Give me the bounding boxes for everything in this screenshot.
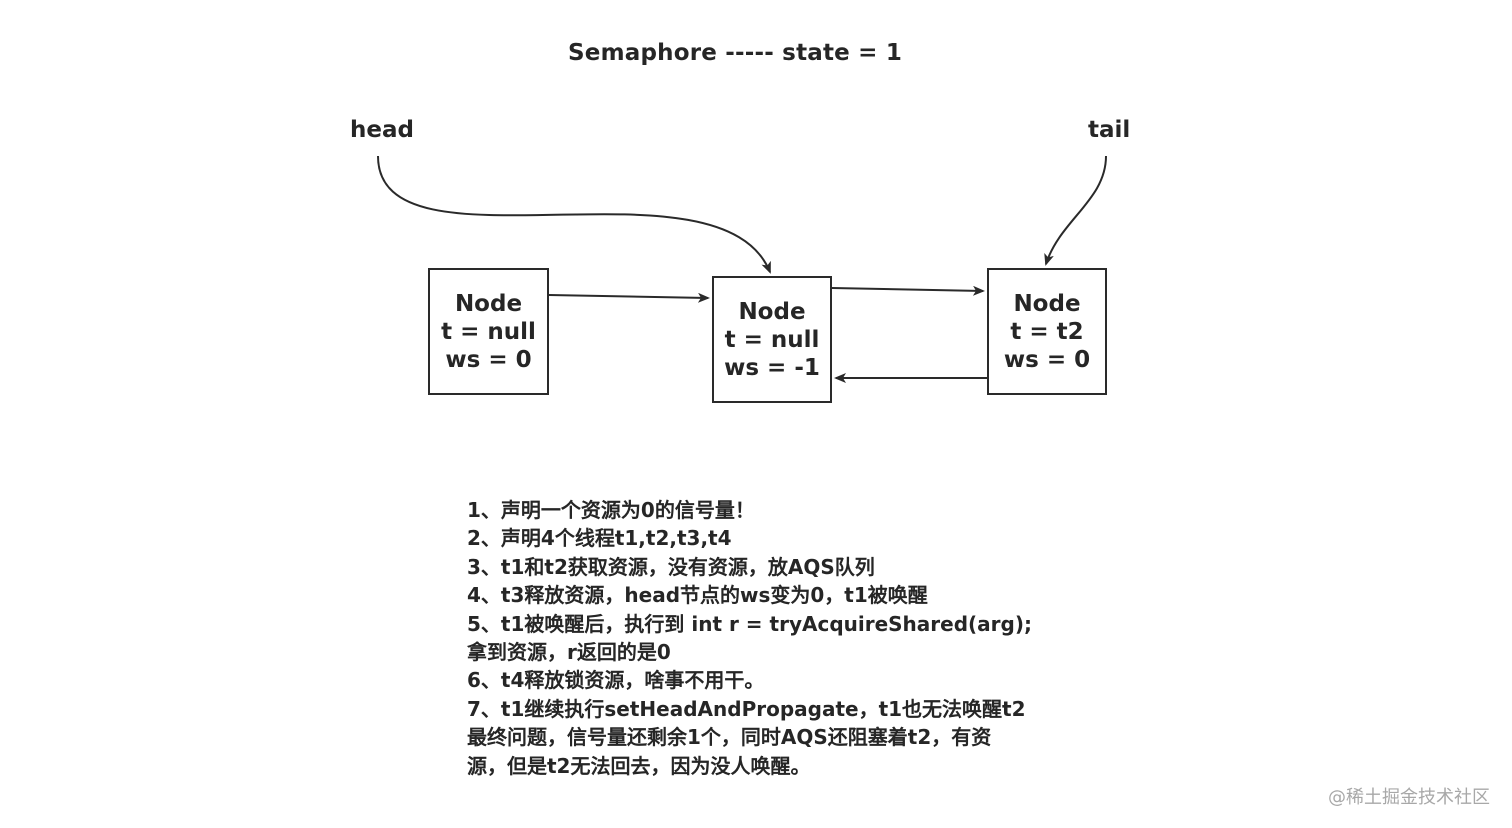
node-wait-status: ws = 0 [445,346,532,373]
note-line: 2、声明4个线程t1,t2,t3,t4 [467,526,732,551]
node-label: Node [1013,290,1081,317]
note-line: 最终问题，信号量还剩余1个，同时AQS还阻塞着t2，有资 [467,725,992,750]
watermark: @稀土掘金技术社区 [1328,787,1490,808]
node2-next-arrow [831,285,985,296]
note-line: 拿到资源，r返回的是0 [467,640,671,665]
queue-node-1: Node t = null ws = 0 [428,268,549,395]
note-line: 6、t4释放锁资源，啥事不用干。 [467,668,765,693]
note-line: 源，但是t2无法回去，因为没人唤醒。 [467,753,811,778]
queue-node-3: Node t = t2 ws = 0 [987,268,1107,395]
node-thread: t = null [441,318,536,345]
note-line: 5、t1被唤醒后，执行到 int r = tryAcquireShared(ar… [467,611,1032,636]
tail-pointer-label: tail [1088,117,1131,143]
head-pointer-label: head [350,117,414,143]
node-wait-status: ws = 0 [1003,346,1091,373]
explanation-notes: 1、声明一个资源为0的信号量！ 2、声明4个线程t1,t2,t3,t4 3、t1… [467,496,1067,780]
node-thread: t = t2 [1010,318,1084,345]
diagram-title: Semaphore ----- state = 1 [568,40,903,66]
node-label: Node [738,298,806,325]
note-line: 4、t3释放资源，head节点的ws变为0，t1被唤醒 [467,583,928,608]
tail-pointer-arrow [1044,155,1107,266]
node-label: Node [454,290,523,317]
queue-node-2: Node t = null ws = -1 [712,276,832,403]
note-line: 1、声明一个资源为0的信号量！ [467,498,755,522]
note-line: 3、t1和t2获取资源，没有资源，放AQS队列 [467,554,875,579]
node-thread: t = null [724,326,820,353]
head-pointer-arrow [377,155,771,274]
node1-next-arrow [548,292,710,303]
note-line: 7、t1继续执行setHeadAndPropagate，t1也无法唤醒t2 [467,696,1026,721]
node-wait-status: ws = -1 [724,354,820,381]
